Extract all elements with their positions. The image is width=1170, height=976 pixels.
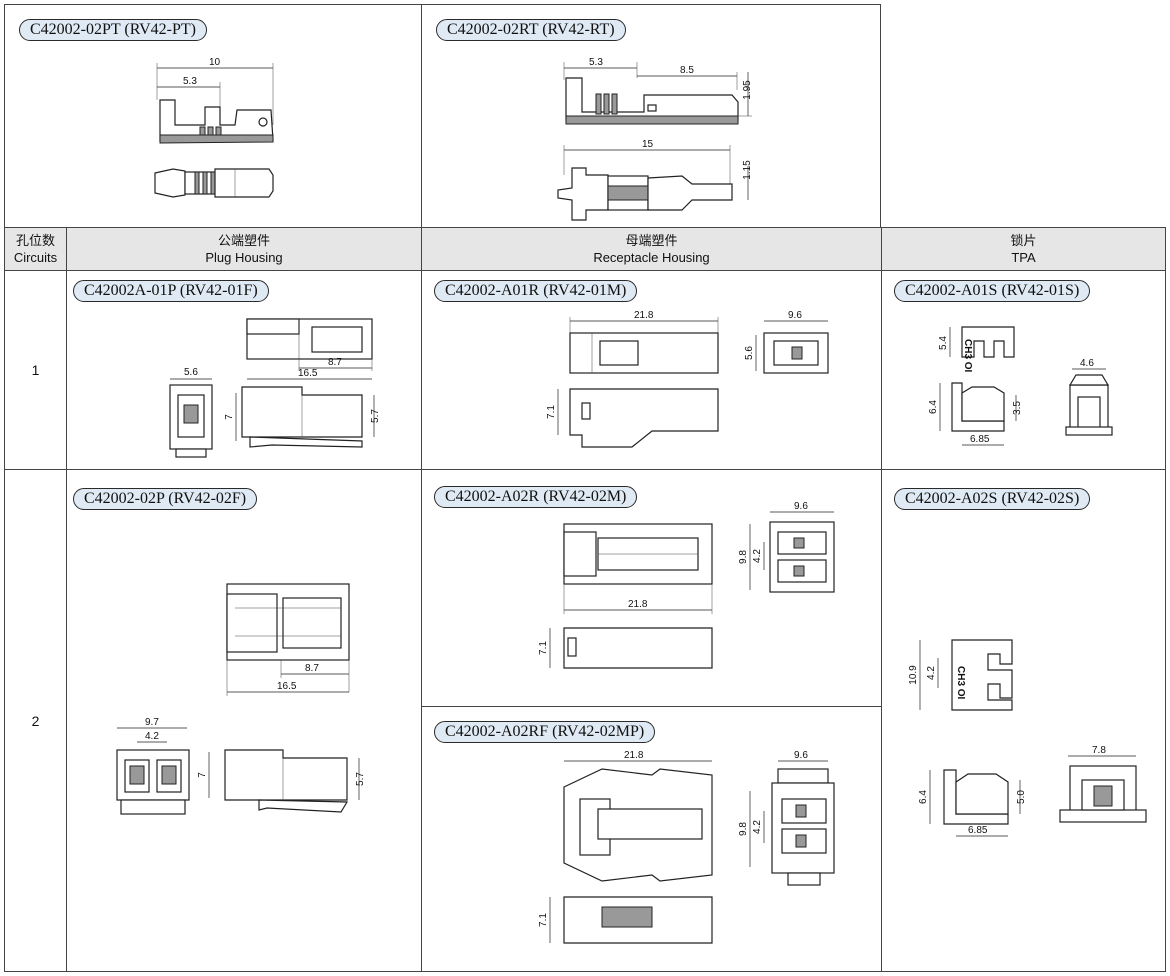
row2-circuits: 2 bbox=[4, 469, 67, 972]
row2-plug-drawing: 8.7 16.5 9.7 4.2 7 5.7 bbox=[116, 583, 366, 815]
dim-r1p-5-7: 5.7 bbox=[370, 409, 381, 423]
dim-rt-15: 15 bbox=[642, 139, 654, 150]
row2-receptacle-cell: C42002-A02R (RV42-02M) 21.8 9.6 9.8 4.2 … bbox=[421, 469, 882, 707]
dim-r2t-7-8: 7.8 bbox=[1092, 745, 1106, 756]
row2-plug-code: C42002-02P (RV42-02F) bbox=[73, 488, 258, 510]
tpa2-logo: CH3 OI bbox=[955, 666, 966, 700]
dim-r2t-6-85: 6.85 bbox=[968, 825, 988, 836]
dim-rt-8-5: 8.5 bbox=[680, 65, 694, 76]
terminal-pt-cell: C42002-02PT (RV42-PT) 10 5.3 bbox=[4, 4, 422, 228]
dim-rt-5-3: 5.3 bbox=[589, 57, 603, 68]
terminal-rt-code: C42002-02RT (RV42-RT) bbox=[436, 19, 626, 41]
dim-pt-5-3: 5.3 bbox=[183, 76, 197, 87]
terminal-pt-drawing: 10 5.3 bbox=[154, 57, 274, 198]
dim-r2r-4-2: 4.2 bbox=[752, 549, 763, 563]
terminal-rt-drawing: 5.3 8.5 1.95 15 1.15 bbox=[557, 57, 753, 221]
row2-receptacle-drawing: 21.8 9.6 9.8 4.2 7.1 bbox=[538, 501, 835, 669]
dim-r1t-6-4: 6.4 bbox=[928, 400, 939, 414]
dim-rt-1-95: 1.95 bbox=[742, 80, 753, 100]
dim-r2r-9-8: 9.8 bbox=[738, 550, 749, 564]
row1-plug-cell: C42002A-01P (RV42-01F) 8.7 16.5 5.6 7 5.… bbox=[66, 270, 422, 470]
dim-r1p-8-7: 8.7 bbox=[328, 357, 342, 368]
dim-r1p-5-6: 5.6 bbox=[184, 367, 198, 378]
dim-r2t-10-9: 10.9 bbox=[908, 665, 919, 685]
terminal-pt-code: C42002-02PT (RV42-PT) bbox=[19, 19, 207, 41]
terminal-rt-cell: C42002-02RT (RV42-RT) 5.3 8.5 1.95 15 1.… bbox=[421, 4, 881, 228]
dim-r2p-8-7: 8.7 bbox=[305, 663, 319, 674]
row1-plug-drawing: 8.7 16.5 5.6 7 5.7 bbox=[169, 318, 381, 458]
dim-r1r-21-8: 21.8 bbox=[634, 310, 654, 321]
header-circuits-cn: 孔位数 bbox=[15, 233, 55, 248]
header-plug-en: Plug Housing bbox=[205, 250, 283, 265]
row1-tpa-cell: C42002-A01S (RV42-01S) CH3 OI 5.4 4.6 6.… bbox=[881, 270, 1166, 470]
header-tpa-en: TPA bbox=[1011, 250, 1036, 265]
row2-tpa-cell: C42002-A02S (RV42-02S) CH3 OI 10.9 4.2 7… bbox=[881, 469, 1166, 972]
row1-receptacle-cell: C42002-A01R (RV42-01M) 21.8 9.6 5.6 7.1 bbox=[421, 270, 882, 470]
dim-r2a-4-2: 4.2 bbox=[752, 820, 763, 834]
row1-tpa-code: C42002-A01S (RV42-01S) bbox=[894, 280, 1091, 302]
header-tpa-cn: 锁片 bbox=[1010, 233, 1037, 248]
dim-r1t-3-5: 3.5 bbox=[1012, 401, 1023, 415]
dim-r2p-7: 7 bbox=[197, 772, 208, 778]
header-circuits-en: Circuits bbox=[13, 250, 58, 265]
row1-tpa-drawing: CH3 OI 5.4 4.6 6.4 3.5 6.85 bbox=[928, 326, 1113, 446]
row2-receptacle-code: C42002-A02R (RV42-02M) bbox=[434, 486, 638, 508]
dim-pt-10: 10 bbox=[209, 57, 221, 68]
tpa1-logo: CH3 OI bbox=[962, 339, 973, 373]
dim-r2t-5-0: 5.0 bbox=[1016, 790, 1027, 804]
dim-r1p-7: 7 bbox=[224, 414, 235, 420]
dim-r2p-4-2: 4.2 bbox=[145, 731, 159, 742]
row2-tpa-code: C42002-A02S (RV42-02S) bbox=[894, 488, 1091, 510]
row1-plug-code: C42002A-01P (RV42-01F) bbox=[73, 280, 269, 302]
dim-r1t-6-85: 6.85 bbox=[970, 434, 990, 445]
dim-r1r-9-6: 9.6 bbox=[788, 310, 802, 321]
row2-tpa-drawing: CH3 OI 10.9 4.2 7.8 6.4 5.0 6.85 bbox=[908, 639, 1147, 837]
dim-rt-1-15: 1.15 bbox=[742, 160, 753, 180]
row2-receptacle-alt-cell: C42002-A02RF (RV42-02MP) 21.8 9.6 9.8 4.… bbox=[421, 706, 882, 972]
dim-r2a-7-1: 7.1 bbox=[538, 913, 549, 927]
header-circuits: 孔位数 Circuits bbox=[4, 227, 67, 271]
row1-receptacle-drawing: 21.8 9.6 5.6 7.1 bbox=[546, 310, 829, 448]
dim-r1p-16-5: 16.5 bbox=[298, 368, 318, 379]
row1-receptacle-code: C42002-A01R (RV42-01M) bbox=[434, 280, 638, 302]
header-receptacle-en: Receptacle Housing bbox=[593, 250, 710, 265]
dim-r2a-9-8: 9.8 bbox=[738, 822, 749, 836]
dim-r2r-21-8: 21.8 bbox=[628, 599, 648, 610]
dim-r1r-7-1: 7.1 bbox=[546, 405, 557, 419]
dim-r2r-9-6: 9.6 bbox=[794, 501, 808, 512]
dim-r2p-16-5: 16.5 bbox=[277, 681, 297, 692]
dim-r2t-6-4: 6.4 bbox=[918, 790, 929, 804]
dim-r2r-7-1: 7.1 bbox=[538, 641, 549, 655]
header-plug-cn: 公端塑件 bbox=[217, 233, 270, 248]
header-plug: 公端塑件 Plug Housing bbox=[66, 227, 422, 271]
dim-r1r-5-6: 5.6 bbox=[744, 346, 755, 360]
dim-r2p-5-7: 5.7 bbox=[355, 772, 366, 786]
dim-r2t-4-2: 4.2 bbox=[926, 666, 937, 680]
header-receptacle-cn: 母端塑件 bbox=[625, 233, 678, 248]
dim-r2p-9-7: 9.7 bbox=[145, 717, 159, 728]
row2-receptacle-alt-drawing: 21.8 9.6 9.8 4.2 7.1 bbox=[538, 750, 835, 944]
row2-plug-cell: C42002-02P (RV42-02F) 8.7 16.5 9.7 4.2 7… bbox=[66, 469, 422, 972]
dim-r1t-4-6: 4.6 bbox=[1080, 358, 1094, 369]
row2-receptacle-alt-code: C42002-A02RF (RV42-02MP) bbox=[434, 721, 656, 743]
dim-r1t-5-4: 5.4 bbox=[938, 336, 949, 350]
dim-r2a-21-8: 21.8 bbox=[624, 750, 644, 761]
dim-r2a-9-6: 9.6 bbox=[794, 750, 808, 761]
header-tpa: 锁片 TPA bbox=[881, 227, 1166, 271]
row1-circuits: 1 bbox=[4, 270, 67, 470]
header-receptacle: 母端塑件 Receptacle Housing bbox=[421, 227, 882, 271]
